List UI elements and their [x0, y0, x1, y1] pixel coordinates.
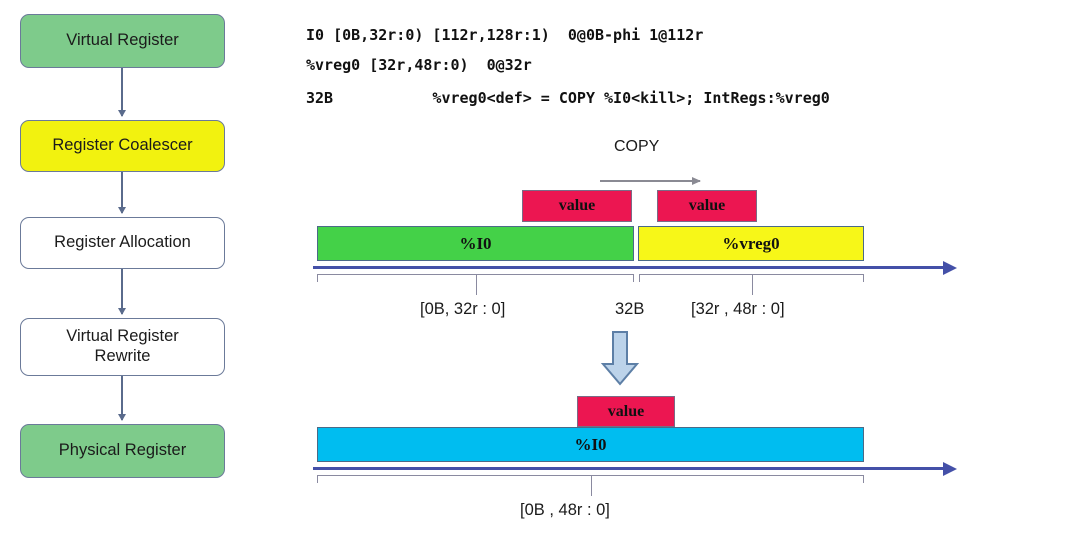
brace-tick	[590, 476, 592, 496]
interval-bar-coalesced: %I0	[317, 427, 864, 462]
split-point-label: 32B	[615, 300, 645, 318]
brace-interval-coalesced	[317, 475, 864, 496]
value-box-vreg0: value	[657, 190, 757, 222]
down-block-arrow-icon	[600, 331, 640, 386]
interval-label-coalesced: [0B , 48r : 0]	[520, 501, 610, 519]
brace-tick	[475, 275, 477, 295]
interval-label-vreg0: [32r , 48r : 0]	[691, 300, 785, 318]
value-box-coalesced: value	[577, 396, 675, 427]
copy-direction-arrow-icon	[600, 176, 701, 185]
live-interval-diagram: I0 [0B,32r:0) [112r,128r:1) 0@0B-phi 1@1…	[280, 0, 1080, 540]
flow-step-virtual-register[interactable]: Virtual Register	[20, 14, 225, 68]
code-line-interval-vreg0: %vreg0 [32r,48r:0) 0@32r	[306, 56, 532, 74]
flow-arrow-3	[117, 269, 126, 315]
code-line-interval-i0: I0 [0B,32r:0) [112r,128r:1) 0@0B-phi 1@1…	[306, 26, 704, 44]
flow-step-register-coalescer[interactable]: Register Coalescer	[20, 120, 225, 172]
flow-step-physical-register[interactable]: Physical Register	[20, 424, 225, 478]
brace-interval-vreg0	[639, 274, 864, 295]
register-allocation-flowchart: Virtual Register Register Coalescer Regi…	[0, 0, 280, 540]
flow-step-virtual-register-rewrite[interactable]: Virtual Register Rewrite	[20, 318, 225, 376]
interval-label-i0: [0B, 32r : 0]	[420, 300, 506, 318]
timeline-arrow-before	[313, 260, 957, 275]
flow-step-register-allocation[interactable]: Register Allocation	[20, 217, 225, 269]
flow-arrow-4	[117, 376, 126, 421]
copy-label: COPY	[614, 138, 660, 155]
value-box-i0: value	[522, 190, 632, 222]
interval-bar-i0: %I0	[317, 226, 634, 261]
brace-interval-i0	[317, 274, 634, 295]
code-line-copy-instruction: 32B %vreg0<def> = COPY %I0<kill>; IntReg…	[306, 89, 830, 107]
interval-bar-vreg0: %vreg0	[638, 226, 864, 261]
flow-arrow-1	[117, 68, 126, 117]
flow-arrow-2	[117, 172, 126, 214]
timeline-arrow-after	[313, 461, 957, 476]
brace-tick	[751, 275, 753, 295]
